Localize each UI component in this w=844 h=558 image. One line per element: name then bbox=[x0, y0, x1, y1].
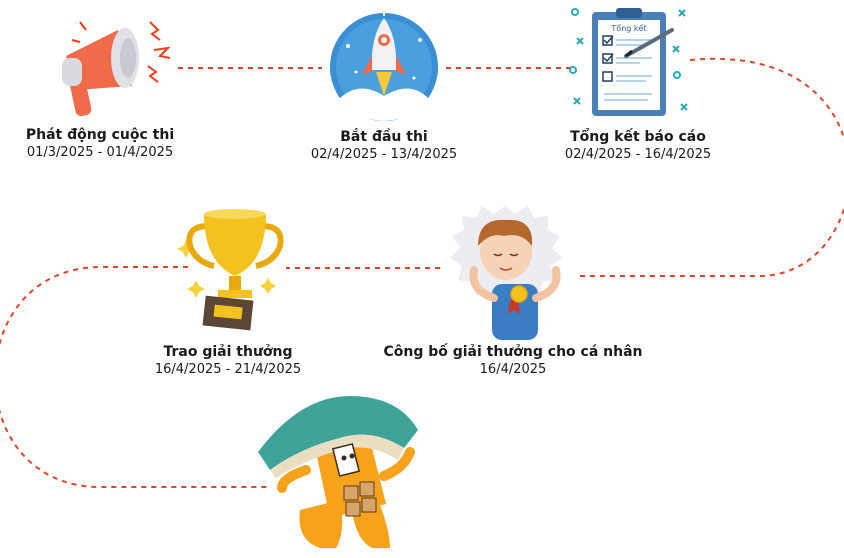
step-title: Tổng kết báo cáo bbox=[570, 129, 706, 145]
step-title: Trao giải thưởng bbox=[163, 344, 293, 360]
step-bat-dau: Bắt đầu thi 02/4/2025 - 13/4/2025 bbox=[294, 128, 474, 163]
clipboard-heading: Tổng kết bbox=[610, 23, 646, 33]
trophy-icon bbox=[177, 209, 284, 331]
rocket-icon bbox=[330, 6, 438, 121]
timeline-path bbox=[0, 57, 844, 488]
step-date: 02/4/2025 - 16/4/2025 bbox=[564, 147, 712, 162]
boy-medal-icon bbox=[450, 206, 562, 340]
step-trao-giai: Trao giải thưởng 16/4/2025 - 21/4/2025 bbox=[140, 343, 316, 378]
step-title: Công bố giải thưởng cho cá nhân bbox=[383, 344, 643, 360]
step-phat-dong: Phát động cuộc thi 01/3/2025 - 01/4/2025 bbox=[10, 126, 190, 161]
book-mascot-icon bbox=[258, 396, 418, 548]
step-date: 02/4/2025 - 13/4/2025 bbox=[310, 147, 458, 162]
step-title: Phát động cuộc thi bbox=[25, 127, 175, 143]
step-date: 16/4/2025 - 21/4/2025 bbox=[154, 362, 302, 377]
step-cong-bo: Công bố giải thưởng cho cá nhân 16/4/202… bbox=[378, 343, 648, 378]
megaphone-icon bbox=[62, 21, 171, 117]
step-title: Bắt đầu thi bbox=[340, 129, 428, 145]
step-date: 01/3/2025 - 01/4/2025 bbox=[26, 145, 174, 160]
step-date: 16/4/2025 bbox=[479, 362, 547, 377]
clipboard-icon: Tổng kết bbox=[569, 8, 688, 116]
step-tong-ket: Tổng kết báo cáo 02/4/2025 - 16/4/2025 bbox=[548, 128, 728, 163]
